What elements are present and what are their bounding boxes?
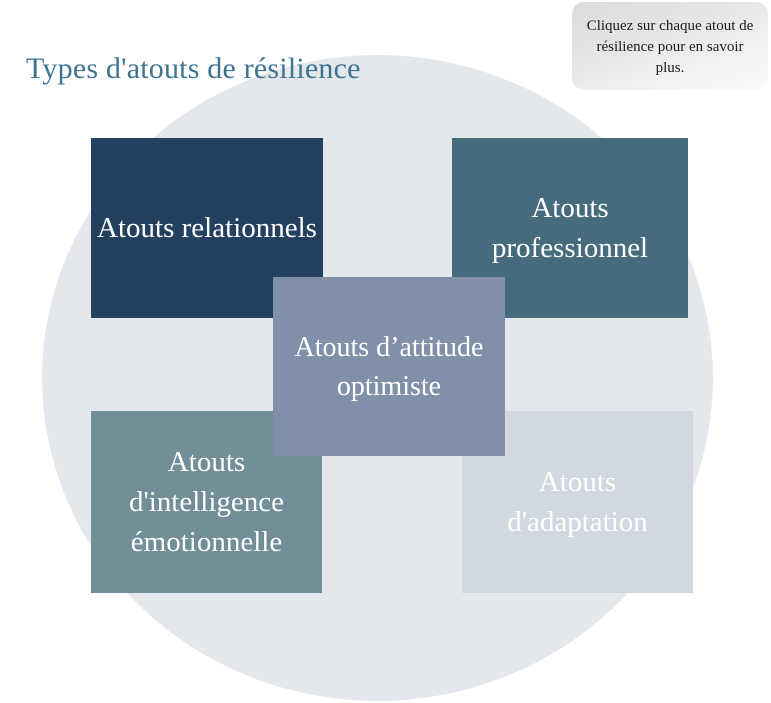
asset-box-professional-label: Atouts professionnel <box>491 192 649 264</box>
asset-box-emotional-intelligence-label: Atouts d'intelligence émotionnelle <box>129 446 284 558</box>
asset-box-relational-label: Atouts relationnels <box>97 212 317 244</box>
page-title: Types d'atouts de résilience <box>26 52 361 85</box>
asset-box-adaptation-label: Atouts d'adaptation <box>507 466 648 538</box>
asset-box-optimistic-attitude-label: Atouts d’attitude optimiste <box>294 331 484 402</box>
instruction-callout: Cliquez sur chaque atout de résilience p… <box>572 2 768 90</box>
asset-box-optimistic-attitude[interactable]: Atouts d’attitude optimiste <box>273 277 505 456</box>
instruction-callout-text: Cliquez sur chaque atout de résilience p… <box>586 18 754 76</box>
